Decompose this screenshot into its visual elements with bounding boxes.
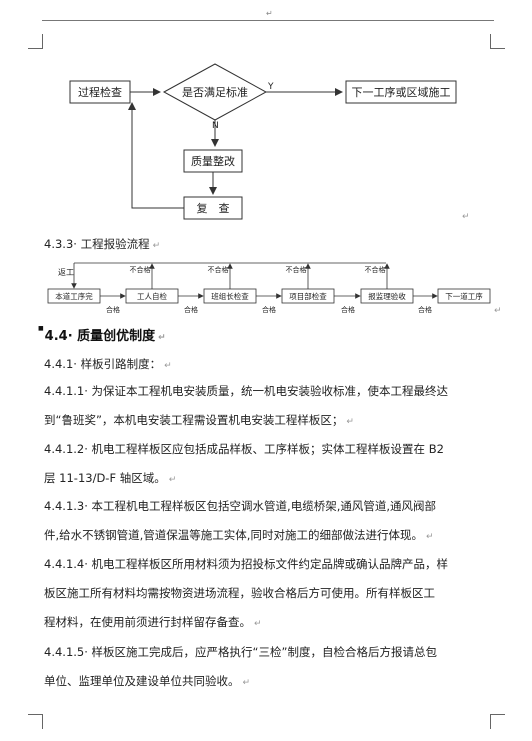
flow2-node-label-4: 报监理验收 bbox=[368, 291, 406, 301]
flow2-pass-label-2: 合格 bbox=[262, 305, 276, 314]
paragraph-1: 4.4.1.1· 为保证本工程机电安装质量，统一机电安装验收标准，使本工程最终达… bbox=[44, 377, 488, 437]
flowchart-paragraph-mark: ↵ bbox=[462, 212, 470, 222]
paragraph-line: 程材料，在使用前须进行封样留存备查。↵ bbox=[44, 615, 262, 629]
flow2-fail-label-2: 不合格 bbox=[208, 265, 229, 274]
inspection-flowchart: 过程检查 是否满足标准 Y 下一工序或区域施工 N 质量整改 复 查 bbox=[69, 63, 457, 220]
next-process-box bbox=[345, 80, 457, 104]
recheck-label: 复 查 bbox=[197, 201, 230, 215]
process-check-label: 过程检查 bbox=[78, 85, 122, 99]
paragraph-3: 4.4.1.3· 本工程机电工程样板区包括空调水管道,电缆桥架,通风管道,通风阀… bbox=[44, 492, 488, 552]
paragraph-line: 4.4.1.1· 为保证本工程机电安装质量，统一机电安装验收标准，使本工程最终达 bbox=[44, 384, 449, 398]
no-label: N bbox=[212, 121, 219, 131]
paragraph-line: 4.4.1· 样板引路制度：↵ bbox=[44, 357, 172, 371]
paragraph-line: 4.4.1.4· 机电工程样板区所用材料须为招投标文件约定品牌或确认品牌产品，样 bbox=[44, 557, 449, 571]
header-paragraph-mark: ↵ bbox=[266, 9, 273, 18]
paragraph-2: 4.4.1.2· 机电工程样板区应包括成品样板、工序样板；实体工程样板设置在 B… bbox=[44, 435, 488, 495]
paragraph-4: 4.4.1.4· 机电工程样板区所用材料须为招投标文件约定品牌或确认品牌产品，样… bbox=[44, 550, 488, 639]
next-process-label: 下一工序或区域施工 bbox=[352, 85, 451, 99]
flow2-node-label-5: 下一道工序 bbox=[445, 291, 483, 301]
paragraph-line: 单位、监理单位及建设单位共同验收。↵ bbox=[44, 674, 251, 688]
flow2-pass-label-3: 合格 bbox=[341, 305, 355, 314]
decision-label: 是否满足标准 bbox=[182, 85, 248, 99]
yes-label: Y bbox=[267, 82, 274, 92]
crop-mark-top-right bbox=[490, 34, 505, 49]
paragraph-line: 4.4.1.2· 机电工程样板区应包括成品样板、工序样板；实体工程样板设置在 B… bbox=[44, 442, 444, 456]
flow2-pass-label-0: 合格 bbox=[106, 305, 120, 314]
flow2-node-label-0: 本道工序完 bbox=[55, 291, 93, 301]
crop-mark-top-left bbox=[28, 34, 43, 49]
flow2-fail-label-4: 不合格 bbox=[365, 265, 386, 274]
section-4-4-title: ■4.4· 质量创优制度↵ bbox=[38, 325, 166, 344]
flow2-pass-label-1: 合格 bbox=[184, 305, 198, 314]
paragraph-line: 板区施工所有材料均需按物资进场流程，验收合格后方可使用。所有样板区工 bbox=[44, 586, 435, 600]
paragraph-line: 层 11-13/D-F 轴区域。↵ bbox=[44, 471, 177, 485]
return-label: 返工 bbox=[58, 268, 74, 277]
crop-mark-bottom-right bbox=[490, 714, 505, 729]
paragraph-5: 4.4.1.5· 样板区施工完成后，应严格执行“三检”制度，自检合格后方报请总包… bbox=[44, 638, 488, 698]
flow2-node-box-5 bbox=[437, 288, 491, 304]
header-rule bbox=[42, 20, 494, 21]
paragraph-line: 4.4.1.5· 样板区施工完成后，应严格执行“三检”制度，自检合格后方报请总包 bbox=[44, 645, 437, 659]
flow2-node-label-2: 班组长检查 bbox=[211, 291, 249, 301]
crop-mark-bottom-left bbox=[28, 714, 43, 729]
flow2-node-label-3: 项目部检查 bbox=[289, 291, 327, 301]
flow2-pass-label-4: 合格 bbox=[418, 305, 432, 314]
flowchart2-paragraph-mark: ↵ bbox=[494, 306, 502, 316]
flow2-fail-label-3: 不合格 bbox=[286, 265, 307, 274]
section-4-3-3: 4.3.3· 工程报验流程↵ bbox=[44, 237, 161, 251]
paragraph-line: 到“鲁班奖”，本机电安装工程需设置机电安装工程样板区；↵ bbox=[44, 413, 354, 427]
rectify-label: 质量整改 bbox=[191, 154, 235, 168]
paragraph-line: 件,给水不锈钢管道,管道保温等施工实体,同时对施工的细部做法进行体现。↵ bbox=[44, 528, 434, 542]
paragraph-line: 4.4.1.3· 本工程机电工程样板区包括空调水管道,电缆桥架,通风管道,通风阀… bbox=[44, 499, 437, 513]
flow2-fail-label-1: 不合格 bbox=[130, 265, 151, 274]
paragraph-0: 4.4.1· 样板引路制度：↵ bbox=[44, 350, 488, 381]
flow2-node-label-1: 工人自检 bbox=[137, 291, 167, 301]
